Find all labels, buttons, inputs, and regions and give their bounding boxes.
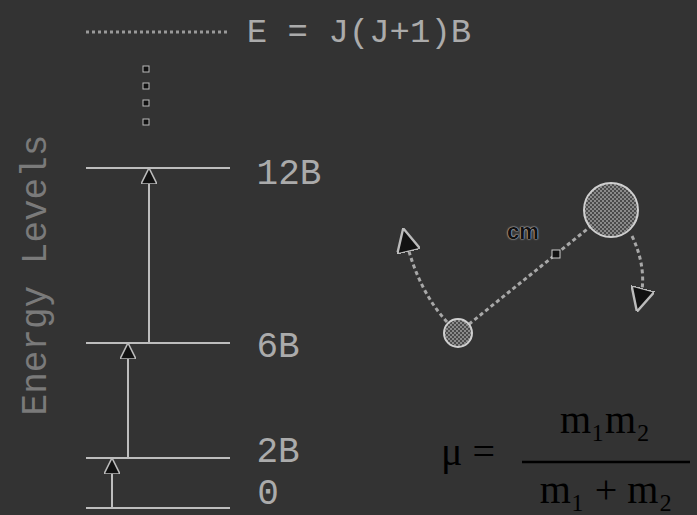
- energy-levels: [86, 168, 230, 508]
- continuation-dots: [143, 66, 149, 125]
- transition-arrows: [112, 176, 149, 507]
- level-value: 0: [257, 477, 279, 513]
- fraction-bar: [522, 461, 690, 464]
- reduced-mass-symbol: μ =: [441, 432, 495, 472]
- limit-line: [86, 31, 228, 34]
- center-of-mass-label: cm: [507, 221, 539, 243]
- energy-formula: E = J(J+1)B: [247, 16, 471, 50]
- axis-title: Energy Levels: [19, 135, 55, 416]
- fraction-numerator: m₁m₂: [560, 400, 650, 440]
- fraction-denominator: m₁ + m₂: [540, 470, 673, 510]
- rotation-arrow: [406, 240, 447, 322]
- large-atom: [584, 183, 638, 237]
- center-of-mass: [552, 250, 560, 258]
- level-value: 12B: [257, 157, 322, 193]
- bond-line: [458, 210, 611, 333]
- small-atom: [444, 319, 472, 347]
- level-value: 2B: [256, 435, 299, 471]
- rotation-arrow: [632, 236, 643, 300]
- level-value: 6B: [256, 330, 299, 366]
